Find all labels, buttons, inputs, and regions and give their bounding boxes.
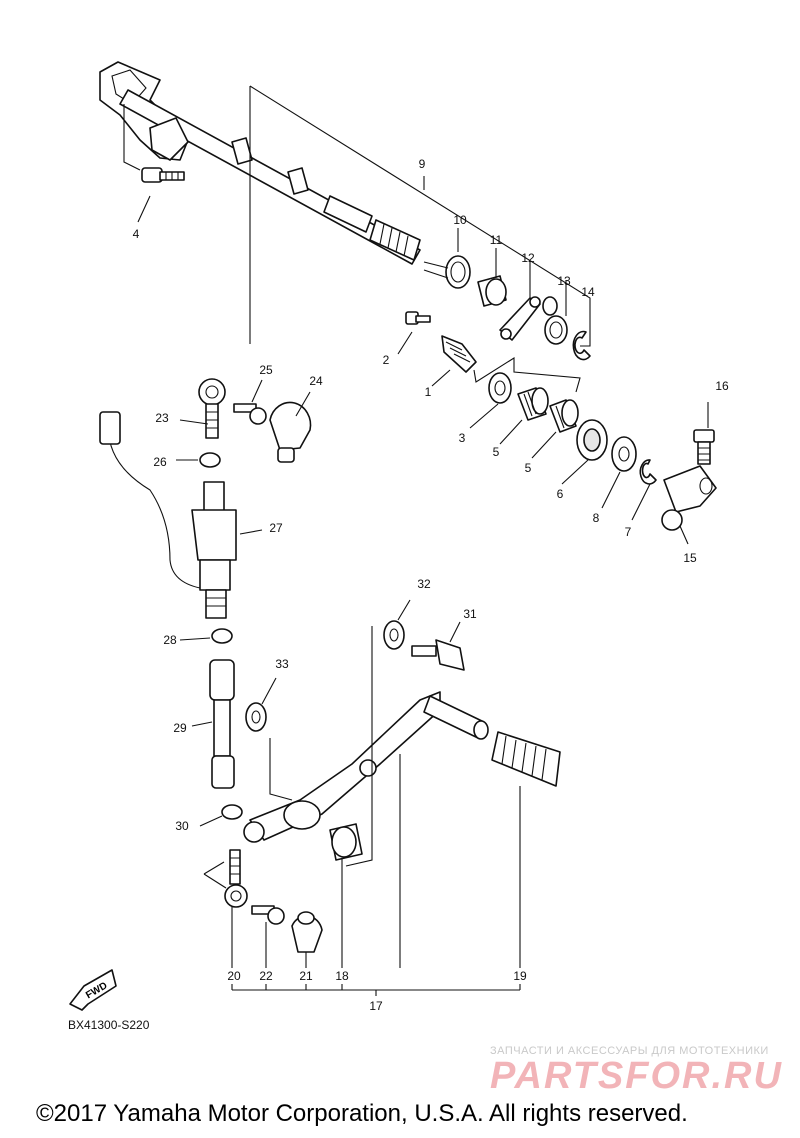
ref-4: 4: [133, 227, 140, 241]
watermark-logo: PARTSFOR.RU: [490, 1055, 783, 1097]
washer-33: [245, 702, 267, 732]
collar-18: [329, 823, 363, 861]
bearing-5b: [549, 399, 579, 433]
ref-27: 27: [269, 521, 283, 535]
ref-15: 15: [683, 551, 697, 565]
washer-3: [488, 372, 512, 404]
bolt-25: [233, 403, 267, 425]
ref-5b: 5: [525, 461, 532, 475]
ref-12: 12: [521, 251, 535, 265]
ref-1: 1: [425, 385, 432, 399]
ref-18: 18: [335, 969, 349, 983]
washer-32: [383, 620, 405, 650]
leader-lines: [123, 85, 709, 996]
shift-sensor-27: [99, 411, 237, 619]
ref-22: 22: [259, 969, 273, 983]
ref-16: 16: [715, 379, 729, 393]
shift-pedal-17: [243, 691, 489, 843]
ref-10: 10: [453, 213, 467, 227]
ref-5a: 5: [493, 445, 500, 459]
ref-30: 30: [175, 819, 189, 833]
ref-7: 7: [625, 525, 632, 539]
ref-33: 33: [275, 657, 289, 671]
bolt-2: [405, 311, 431, 325]
ref-26: 26: [153, 455, 167, 469]
bolt-4: [141, 167, 185, 183]
ref-11: 11: [490, 233, 503, 247]
ref-31: 31: [463, 607, 477, 621]
rod-29: [209, 659, 235, 789]
ref-21: 21: [299, 969, 313, 983]
fwd-arrow-icon: FWD: [69, 969, 117, 1011]
spring-1: [441, 335, 477, 373]
washer-8: [611, 436, 637, 472]
ref-25: 25: [259, 363, 273, 377]
circlip-7: [639, 459, 657, 485]
watermark-tagline: ЗАПЧАСТИ И АКСЕССУАРЫ ДЛЯ МОТОТЕХНИКИ: [490, 1045, 769, 1057]
bolt-16: [693, 429, 715, 465]
ref-13: 13: [557, 274, 571, 288]
reference-labels: 1 2 3 4 5 5 6 7 8 9 10 11 12 13 14 15 16…: [133, 157, 729, 1013]
ref-23: 23: [155, 411, 169, 425]
copyright-notice: ©2017 Yamaha Motor Corporation, U.S.A. A…: [36, 1100, 688, 1127]
ref-3: 3: [459, 431, 466, 445]
shift-shaft: [99, 61, 421, 265]
bolt-31: [411, 639, 465, 671]
bolt-22: [251, 905, 285, 925]
spring-10: [423, 255, 471, 289]
pedal-rubber-19: [491, 731, 561, 787]
ref-29: 29: [173, 721, 187, 735]
oil-seal-6: [576, 419, 608, 461]
ref-19: 19: [513, 969, 527, 983]
ref-17: 17: [369, 999, 383, 1013]
ref-8: 8: [593, 511, 600, 525]
ref-20: 20: [227, 969, 241, 983]
ref-9: 9: [419, 157, 426, 171]
cover-24: [269, 401, 312, 463]
nut-28: [211, 628, 233, 644]
ref-14: 14: [581, 285, 595, 299]
ref-32: 32: [417, 577, 431, 591]
circlip-14: [572, 330, 591, 361]
ref-2: 2: [383, 353, 390, 367]
rod-end-20: [224, 849, 248, 908]
cover-21: [291, 911, 323, 953]
ref-6: 6: [557, 487, 564, 501]
collar-13: [542, 296, 568, 345]
bearing-5a: [517, 387, 549, 421]
shift-arm-15: [661, 465, 717, 531]
nut-26: [199, 452, 221, 468]
collar-11: [477, 275, 507, 307]
diagram-code: BX41300-S220: [68, 1018, 150, 1032]
rod-end-23: [198, 378, 226, 439]
lever-12: [499, 296, 541, 341]
nut-30: [221, 804, 243, 820]
ref-28: 28: [163, 633, 177, 647]
ref-24: 24: [309, 374, 323, 388]
